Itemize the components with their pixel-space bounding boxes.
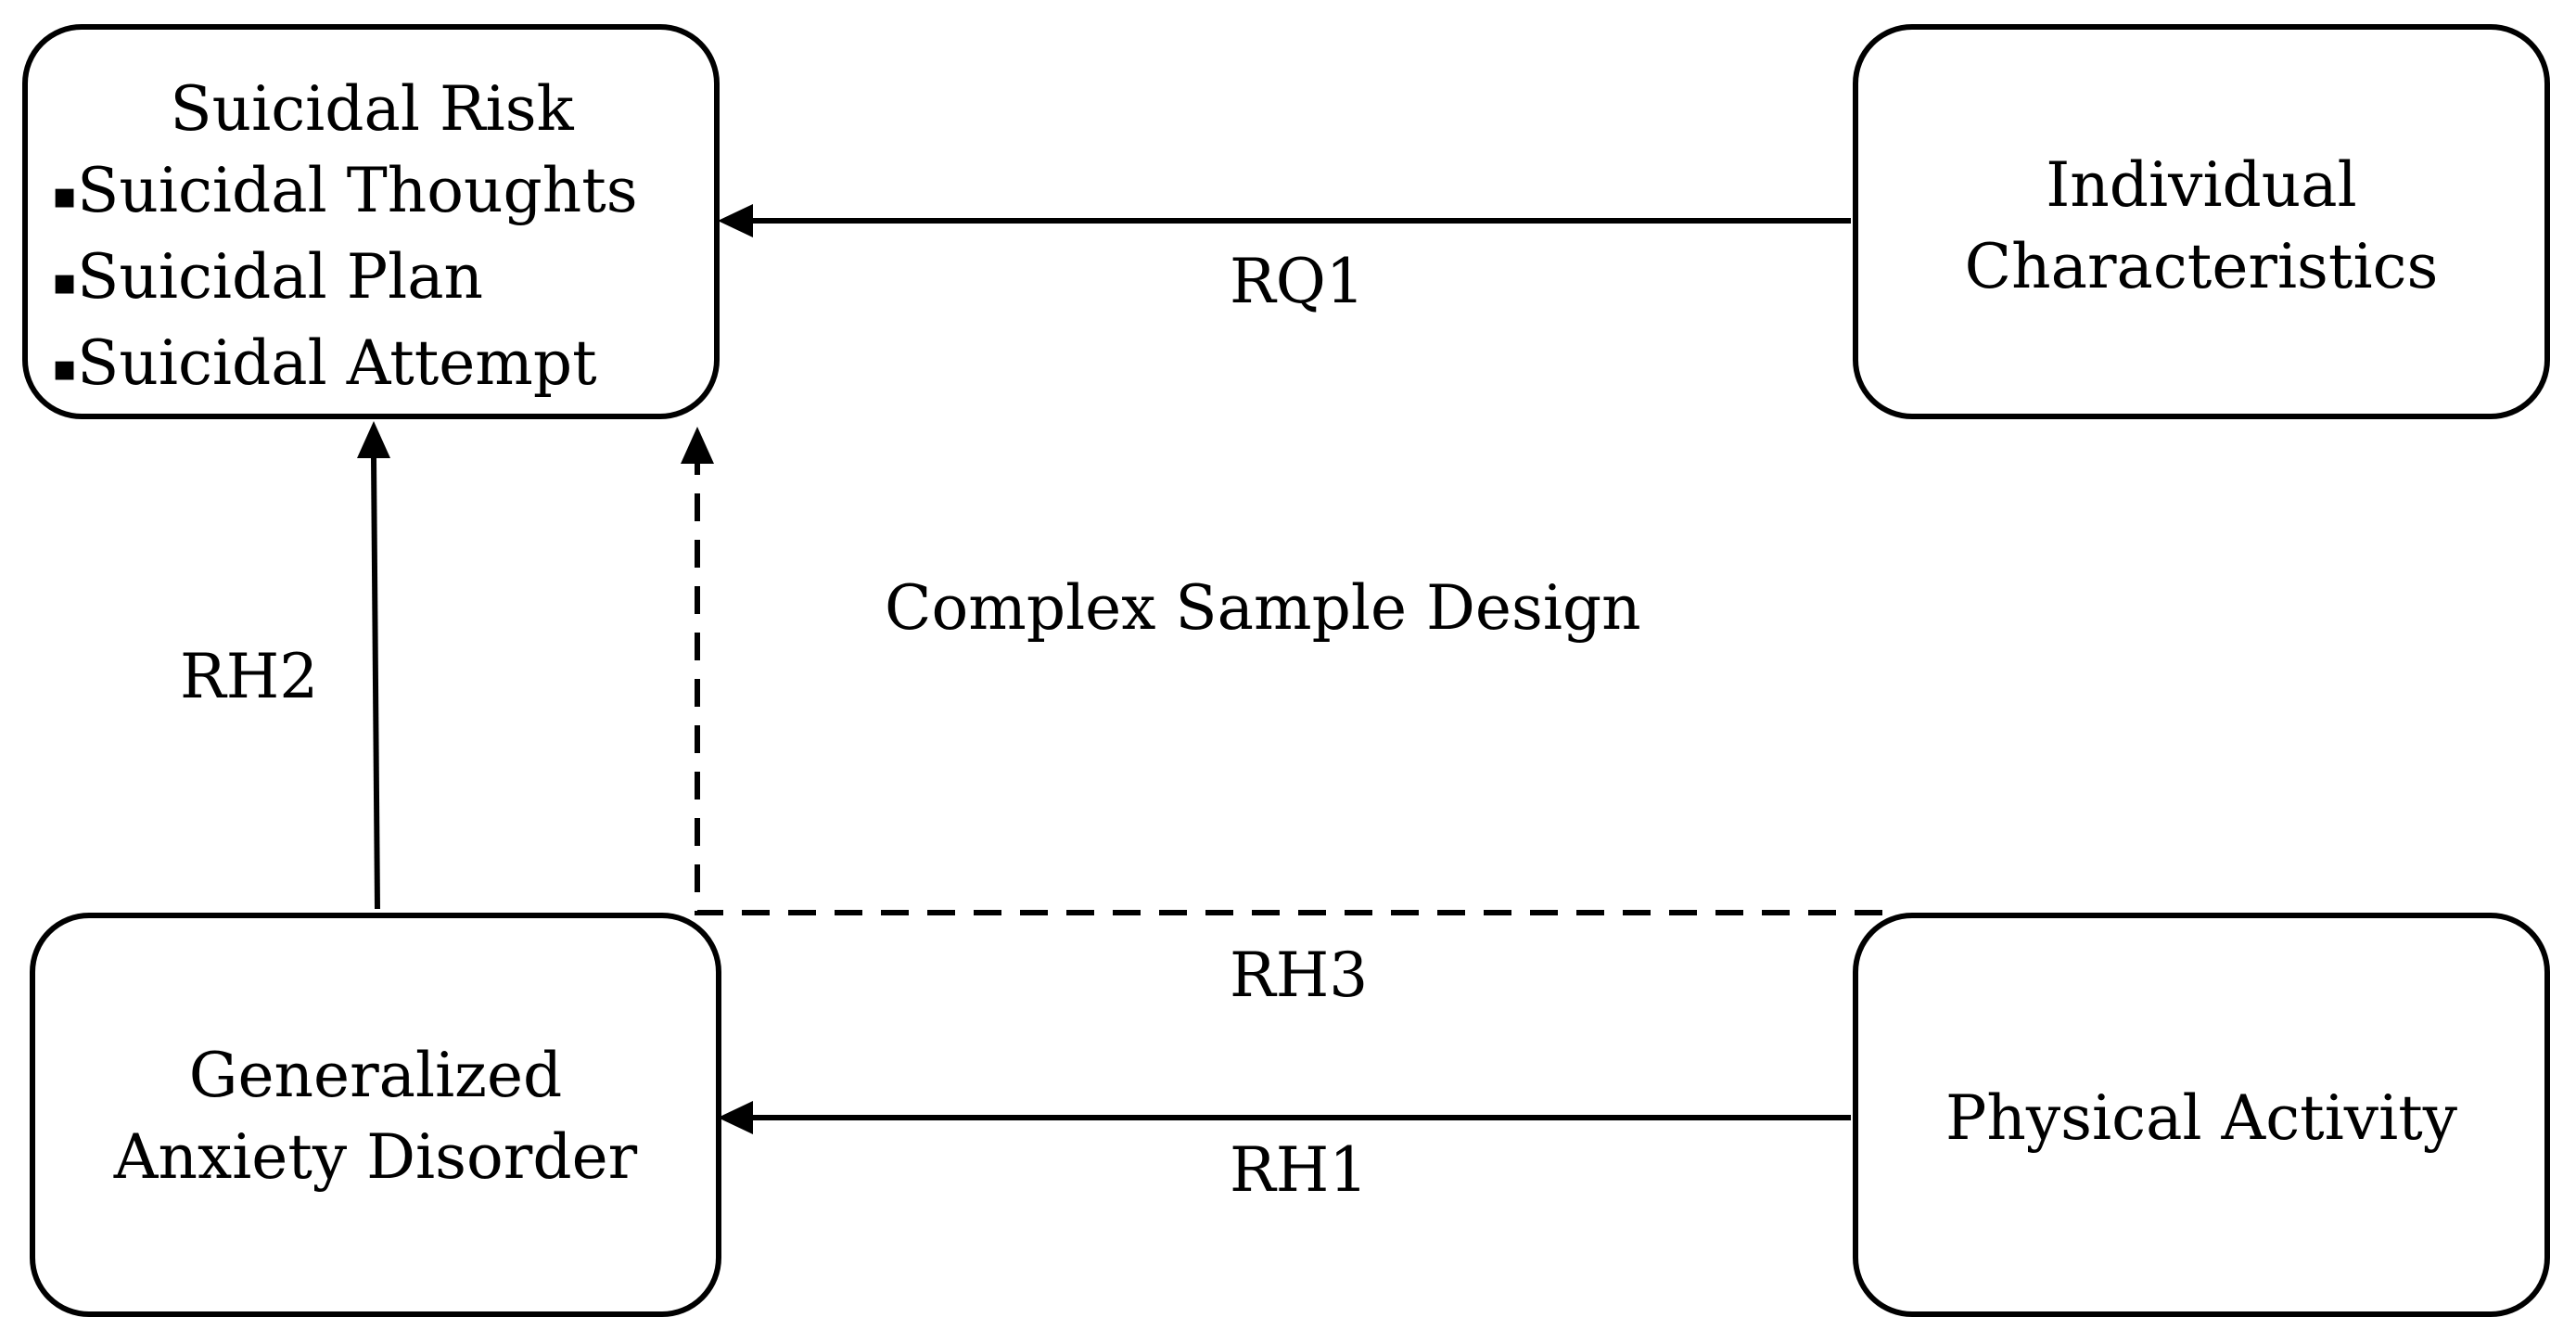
arrow-rh1 [718,1101,1851,1134]
arrowhead-rh3 [681,427,714,464]
suicidal-risk-box: Suicidal Risk ▪Suicidal Thoughts ▪Suicid… [22,24,720,419]
arrow-rh2 [357,421,390,910]
risk-item-label: Suicidal Attempt [77,327,597,399]
label-rh2: RH2 [180,641,319,712]
bullet-icon: ▪ [52,174,78,217]
individual-line1: Individual [2046,149,2357,221]
risk-item-label: Suicidal Plan [77,241,484,313]
arrow-rh3 [681,427,1882,915]
physical-line1: Physical Activity [1945,1082,2458,1154]
generalized-anxiety-disorder-box: Generalized Anxiety Disorder [30,913,721,1317]
risk-item-plan: ▪Suicidal Plan [52,237,716,323]
individual-characteristics-box: Individual Characteristics [1853,24,2550,419]
label-rh3: RH3 [1230,940,1369,1011]
individual-line2: Characteristics [1964,231,2439,302]
risk-item-label: Suicidal Thoughts [77,155,638,226]
risk-item-thoughts: ▪Suicidal Thoughts [52,150,716,237]
physical-activity-label: Physical Activity [1858,1078,2544,1159]
bullet-icon: ▪ [52,347,78,390]
individual-characteristics-label: Individual Characteristics [1858,145,2544,308]
gad-line2: Anxiety Disorder [113,1121,638,1193]
suicidal-risk-content: Suicidal Risk ▪Suicidal Thoughts ▪Suicid… [52,69,716,409]
suicidal-risk-title: Suicidal Risk [170,73,574,145]
gad-label: Generalized Anxiety Disorder [35,1035,716,1198]
label-rh1: RH1 [1230,1134,1369,1206]
label-center: Complex Sample Design [885,572,1641,644]
arrowhead-rh2 [357,421,390,458]
bullet-icon: ▪ [52,261,78,303]
arrowhead-rh1 [718,1101,753,1134]
label-rq1: RQ1 [1230,246,1365,317]
arrowhead-rq1 [718,204,753,237]
risk-item-attempt: ▪Suicidal Attempt [52,323,716,409]
physical-activity-box: Physical Activity [1853,913,2550,1317]
gad-line1: Generalized [188,1040,563,1111]
arrow-rq1 [718,204,1851,237]
